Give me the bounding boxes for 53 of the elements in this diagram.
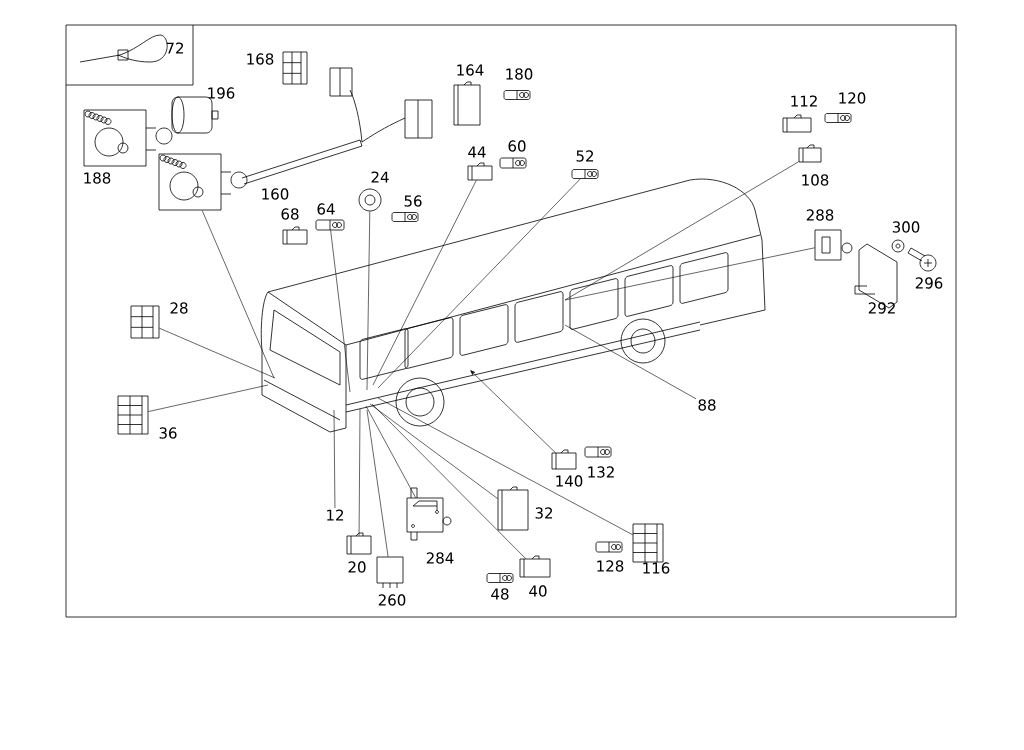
callout-number: 288 bbox=[806, 209, 834, 221]
callout-number: 60 bbox=[508, 140, 526, 152]
callout-number: 52 bbox=[576, 150, 594, 162]
callout-number: 44 bbox=[468, 146, 486, 158]
leader-line bbox=[470, 370, 556, 453]
callout-number: 88 bbox=[698, 399, 716, 411]
callout-number: 64 bbox=[317, 203, 335, 215]
callout-number: 68 bbox=[281, 208, 299, 220]
leader-line bbox=[369, 403, 498, 499]
leader-line bbox=[377, 178, 581, 389]
leader-line bbox=[371, 403, 526, 559]
leader-line bbox=[201, 210, 275, 379]
callout-number: 300 bbox=[892, 221, 920, 233]
leader-line bbox=[366, 409, 389, 557]
callout-number: 24 bbox=[371, 171, 389, 183]
callout-number: 160 bbox=[262, 188, 289, 200]
leader-line bbox=[159, 327, 276, 379]
callout-number: 292 bbox=[868, 302, 895, 314]
leader-line bbox=[330, 230, 351, 393]
leader-line bbox=[564, 247, 815, 301]
callout-number: 56 bbox=[404, 195, 422, 207]
leader-line bbox=[333, 409, 336, 509]
callout-number: 260 bbox=[378, 594, 406, 606]
callout-number: 112 bbox=[791, 95, 817, 107]
callout-number: 296 bbox=[915, 277, 943, 289]
callout-number: 196 bbox=[208, 87, 235, 99]
callout-number: 48 bbox=[491, 588, 509, 600]
callout-number: 28 bbox=[170, 302, 188, 314]
callout-number: 116 bbox=[643, 562, 670, 574]
callout-number: 140 bbox=[556, 475, 583, 487]
callout-number: 180 bbox=[506, 68, 533, 80]
callout-number: 128 bbox=[597, 560, 624, 572]
leader-line bbox=[358, 408, 361, 536]
leader-line bbox=[366, 211, 371, 391]
callout-number: 188 bbox=[84, 172, 111, 184]
leader-line bbox=[365, 405, 416, 498]
leader-line bbox=[377, 397, 633, 536]
callout-number: 168 bbox=[247, 53, 274, 65]
callout-number: 40 bbox=[529, 585, 547, 597]
callout-number: 120 bbox=[839, 92, 866, 104]
callout-number: 12 bbox=[327, 509, 344, 521]
callout-number: 132 bbox=[588, 466, 614, 478]
callout-number: 32 bbox=[535, 507, 553, 519]
leader-line bbox=[564, 161, 799, 301]
callout-number: 36 bbox=[159, 427, 177, 439]
leader-line bbox=[564, 324, 697, 400]
leader-line bbox=[148, 384, 269, 412]
callout-number: 164 bbox=[457, 64, 484, 76]
callout-number: 72 bbox=[166, 42, 184, 54]
callout-number: 20 bbox=[348, 561, 366, 573]
leader-line bbox=[372, 180, 477, 386]
callout-number: 284 bbox=[426, 552, 454, 564]
callout-number: 108 bbox=[802, 174, 829, 186]
